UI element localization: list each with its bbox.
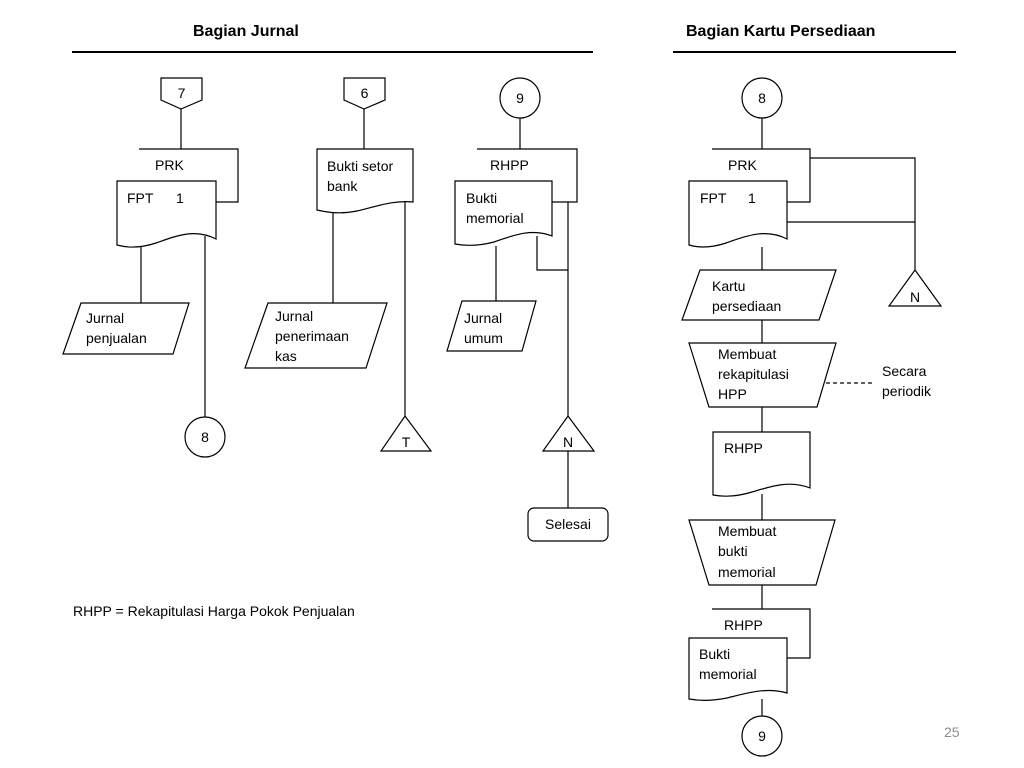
- doc-label-bukti-setor: Bukti setor: [327, 158, 394, 174]
- doc-label-fpt: FPT: [127, 190, 154, 206]
- process-membuat-bukti-memorial: [688, 519, 836, 586]
- connector-9-circle-bottom: [741, 715, 783, 757]
- io-kartu-persediaan: [681, 269, 837, 321]
- doc-label-rhpp: RHPP: [490, 157, 529, 173]
- connector-8-circle: [184, 416, 226, 458]
- io-label-penjualan: penjualan: [86, 330, 147, 346]
- io-label-jurnal-2: Jurnal: [275, 308, 314, 324]
- document-bukti-memorial-2: [688, 637, 788, 701]
- offpage-connector-6: [343, 77, 386, 110]
- file-triangle-t: [379, 414, 433, 452]
- process-label-membuat-2: Membuat: [718, 523, 777, 539]
- connector-label-8-top: 8: [758, 90, 766, 106]
- doc-label-memorial-2: memorial: [699, 666, 757, 682]
- page-number: 25: [944, 724, 960, 740]
- doc-label-prk: PRK: [155, 157, 184, 173]
- doc-label-memorial: memorial: [466, 210, 524, 226]
- io-label-penerimaan: penerimaan: [275, 328, 349, 344]
- document-bukti-setor-bank: [316, 148, 414, 214]
- connector-label-9-top: 9: [516, 90, 524, 106]
- triangle-label-t: T: [401, 434, 411, 450]
- doc-label-fpt-number: 1: [176, 190, 184, 206]
- connector-label-9-bottom: 9: [758, 728, 766, 744]
- legend-rhpp: RHPP = Rekapitulasi Harga Pokok Penjuala…: [73, 603, 355, 619]
- annotation-label-periodik: periodik: [882, 383, 932, 399]
- doc-label-fpt-2-number: 1: [748, 190, 756, 206]
- doc-label-rhpp-3: RHPP: [724, 617, 763, 633]
- io-label-jurnal: Jurnal: [86, 310, 125, 326]
- connector-label-8-bottom: 8: [201, 429, 209, 445]
- doc-label-fpt-2: FPT: [700, 190, 727, 206]
- process-label-rekapitulasi: rekapitulasi: [718, 366, 789, 382]
- terminal-selesai: [527, 507, 609, 542]
- connector-label-7: 7: [177, 85, 186, 101]
- document-rhpp-2: [712, 431, 811, 497]
- io-jurnal-penjualan: [62, 302, 190, 355]
- connector-label-6: 6: [360, 85, 369, 101]
- flow-line: [810, 157, 916, 270]
- document-fpt: [116, 180, 217, 248]
- doc-label-prk-2: PRK: [728, 157, 757, 173]
- doc-label-rhpp-2: RHPP: [724, 440, 763, 456]
- process-label-bukti: bukti: [718, 543, 748, 559]
- header-bagian-jurnal: Bagian Jurnal: [193, 23, 299, 40]
- io-label-kartu: Kartu: [712, 278, 746, 294]
- doc-label-bukti-2: Bukti: [699, 646, 731, 662]
- header-bagian-kartu-persediaan: Bagian Kartu Persediaan: [686, 23, 876, 40]
- flow-line: [536, 236, 568, 271]
- document-bukti-memorial: [454, 180, 553, 246]
- io-jurnal-umum: [446, 300, 537, 352]
- process-label-membuat: Membuat: [718, 346, 777, 362]
- process-rekapitulasi-hpp: [688, 342, 837, 408]
- triangle-label-n-right: N: [909, 289, 921, 305]
- file-triangle-n-right: [887, 268, 943, 307]
- offpage-connector-7: [160, 77, 203, 110]
- doc-label-bukti: Bukti: [466, 190, 498, 206]
- io-label-kas: kas: [275, 348, 297, 364]
- terminal-label-selesai: Selesai: [545, 516, 591, 532]
- io-jurnal-penerimaan-kas: [244, 302, 388, 369]
- io-label-umum: umum: [464, 330, 503, 346]
- process-label-memorial: memorial: [718, 564, 776, 580]
- annotation-label-secara: Secara: [882, 363, 927, 379]
- document-fpt-2: [688, 180, 788, 248]
- triangle-label-n-mid: N: [562, 434, 574, 450]
- process-label-hpp: HPP: [718, 386, 747, 402]
- io-label-jurnal-3: Jurnal: [464, 310, 503, 326]
- io-label-persediaan: persediaan: [712, 298, 782, 314]
- doc-label-bank: bank: [327, 178, 358, 194]
